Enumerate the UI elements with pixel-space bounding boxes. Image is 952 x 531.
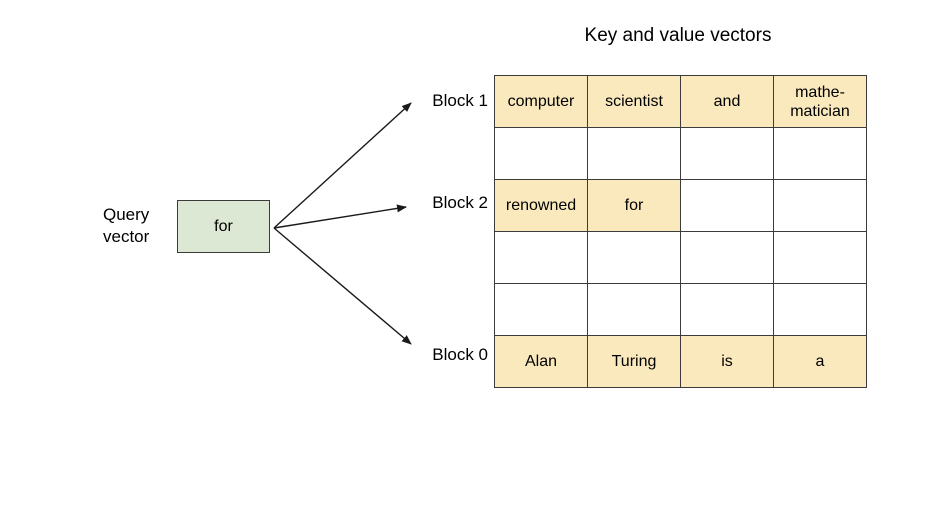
table-cell [587,283,681,336]
table-cell: is [680,335,774,388]
table-cell: scientist [587,75,681,128]
table-cell [494,231,588,284]
table-cell [773,231,867,284]
table-row-empty [494,231,867,284]
table-row-block-2: renowned for [494,179,867,232]
query-vector-box: for [177,200,270,253]
block-0-label: Block 0 [432,345,488,364]
table-cell: a [773,335,867,388]
table-row-block-1: computer scientist and mathe- matician [494,75,867,128]
table-cell: renowned [494,179,588,232]
query-vector-label: Query vector [103,205,150,246]
table-cell: mathe- matician [773,75,867,128]
table-cell [680,231,774,284]
table-cell [587,231,681,284]
key-value-table-body: computer scientist and mathe- matician r… [494,75,867,388]
table-cell: Turing [587,335,681,388]
table-row-empty [494,283,867,336]
block-1-label: Block 1 [432,91,488,110]
table-cell [680,283,774,336]
arrow-to-block-0 [273,227,412,345]
table-cell [773,127,867,180]
table-cell: for [587,179,681,232]
table-row-block-0: Alan Turing is a [494,335,867,388]
table-cell [494,283,588,336]
table-cell [494,127,588,180]
key-value-table: computer scientist and mathe- matician r… [494,75,867,388]
table-cell [680,127,774,180]
table-cell: Alan [494,335,588,388]
table-cell [773,179,867,232]
table-cell [587,127,681,180]
diagram-title: Key and value vectors [584,25,772,46]
table-cell [680,179,774,232]
table-cell [773,283,867,336]
table-cell: computer [494,75,588,128]
table-cell: and [680,75,774,128]
table-row-empty [494,127,867,180]
block-2-label: Block 2 [432,193,488,212]
query-vector-box-text: for [214,217,233,235]
